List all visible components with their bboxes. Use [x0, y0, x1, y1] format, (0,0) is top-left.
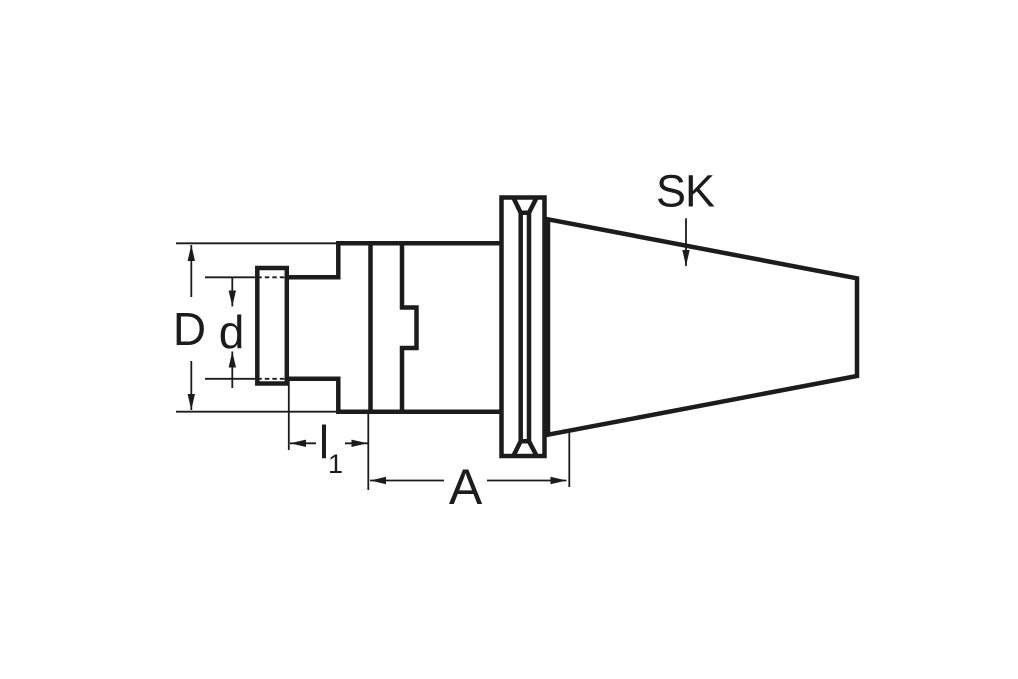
front-collar	[255, 265, 290, 386]
pilot-upper-edge	[287, 243, 341, 280]
hidden-lines	[257, 276, 287, 380]
gripper-flange	[499, 195, 547, 459]
pilot-lower-edge	[287, 376, 341, 412]
v-groove-bottom	[511, 439, 539, 458]
label-length-l1: l	[319, 416, 329, 468]
taper-cone	[545, 216, 860, 438]
drive-key-notch	[399, 243, 419, 412]
labels: D d l 1 A SK	[173, 166, 716, 516]
extension-lines	[176, 242, 571, 490]
label-taper-SK: SK	[656, 166, 715, 217]
label-pilot-diameter-d: d	[219, 306, 245, 358]
dimension-arrows	[187, 218, 690, 485]
label-projection-A: A	[449, 459, 483, 515]
v-groove-top	[511, 196, 539, 215]
label-length-l1-subscript: 1	[328, 449, 343, 479]
label-outer-diameter-D: D	[173, 303, 206, 355]
part-outline	[255, 195, 860, 459]
